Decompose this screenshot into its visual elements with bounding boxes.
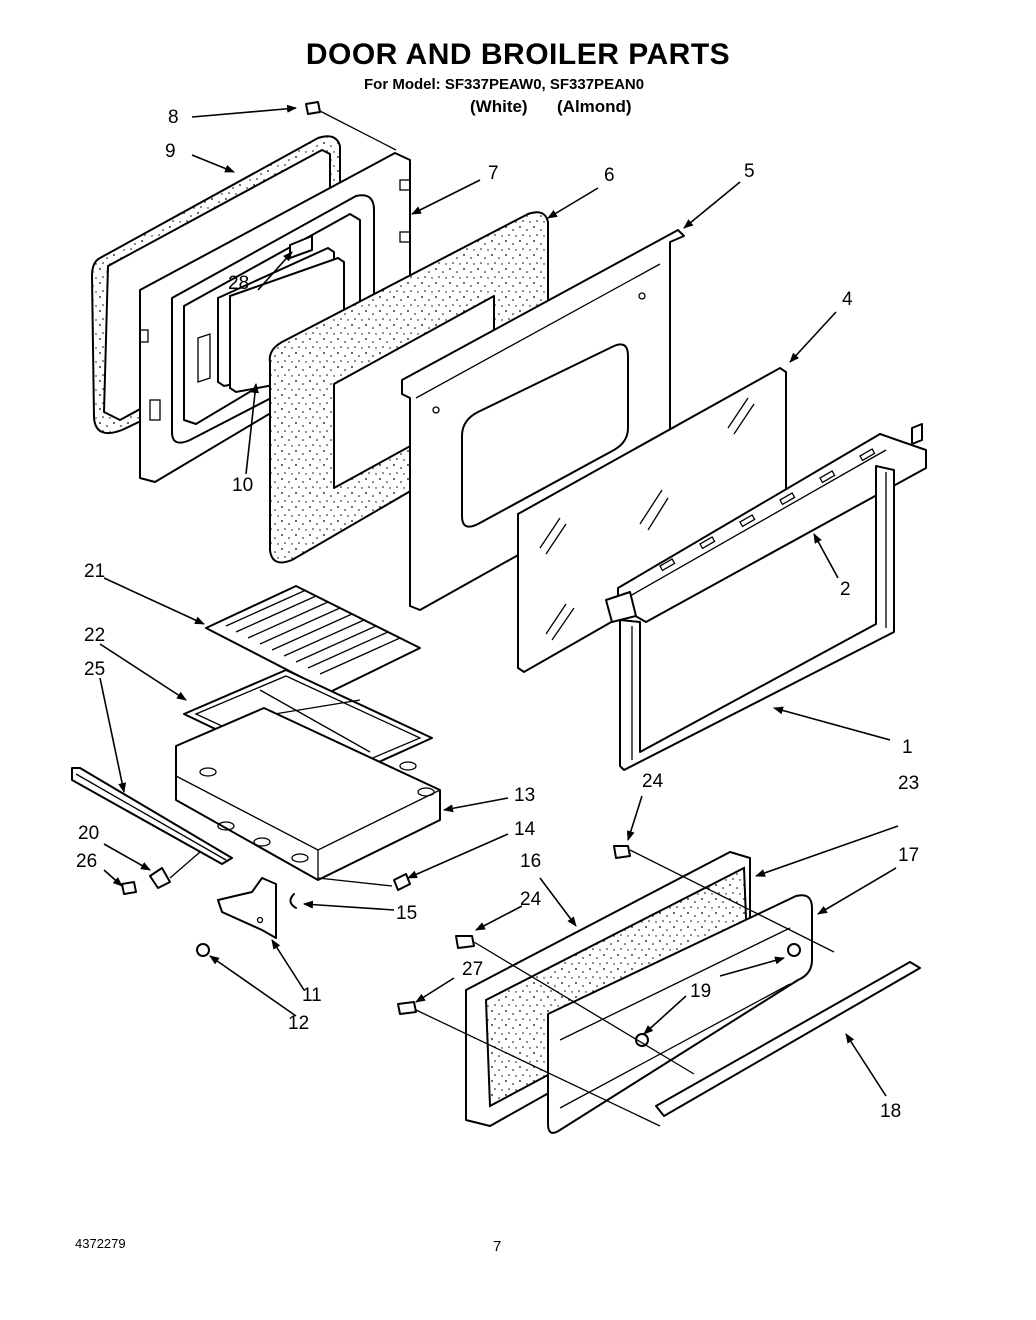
screw-and-clip [289, 873, 411, 909]
drawer-spacers [635, 943, 801, 1047]
callout-14: 14 [514, 819, 536, 840]
variant-white: (White) [470, 97, 528, 116]
page-title: DOOR AND BROILER PARTS [305, 38, 731, 71]
broiler-rail [71, 767, 233, 865]
callout-16: 16 [520, 851, 542, 872]
callout-17: 17 [898, 845, 920, 866]
screw-8 [305, 101, 321, 115]
model-line: For Model: SF337PEAW0, SF337PEAN0 [364, 76, 645, 93]
callout-24-mid: 24 [520, 889, 542, 910]
callout-1: 1 [902, 737, 913, 758]
callout-18: 18 [880, 1101, 902, 1122]
callout-15: 15 [396, 903, 418, 924]
callout-20: 20 [78, 823, 100, 844]
document-number: 4372279 [75, 1236, 126, 1251]
page-number: 7 [493, 1238, 502, 1255]
variant-almond: (Almond) [557, 97, 632, 116]
callout-10: 10 [232, 475, 254, 496]
door-frame [619, 465, 895, 771]
callout-7: 7 [488, 163, 499, 184]
callout-19: 19 [690, 981, 712, 1002]
callout-28: 28 [228, 273, 250, 294]
callout-6: 6 [604, 165, 615, 186]
callout-5: 5 [744, 161, 755, 182]
callout-21: 21 [84, 561, 106, 582]
callout-13: 13 [514, 785, 536, 806]
callout-12: 12 [288, 1013, 310, 1034]
callout-4: 4 [842, 289, 853, 310]
latch-and-screw [121, 867, 171, 895]
bracket-and-plug [196, 877, 277, 957]
callout-23: 23 [898, 773, 920, 794]
assembly-lines [169, 109, 835, 1127]
callout-2: 2 [840, 579, 851, 600]
drawer-trim-strip [655, 961, 921, 1117]
callout-27: 27 [462, 959, 484, 980]
callout-26: 26 [76, 851, 98, 872]
callout-24-top: 24 [642, 771, 664, 792]
callout-arrows [99, 104, 899, 1097]
callout-9: 9 [165, 141, 176, 162]
broiler-pan [175, 707, 441, 881]
callout-25: 25 [84, 659, 106, 680]
drawer-screws [397, 935, 475, 1015]
door-top-trim [605, 423, 927, 623]
broiler-grid [205, 585, 421, 693]
callout-11: 11 [302, 985, 322, 1006]
callout-22: 22 [84, 625, 106, 646]
drawer-front [547, 894, 813, 1134]
callout-8: 8 [168, 107, 179, 128]
screw-24-top [613, 845, 631, 859]
